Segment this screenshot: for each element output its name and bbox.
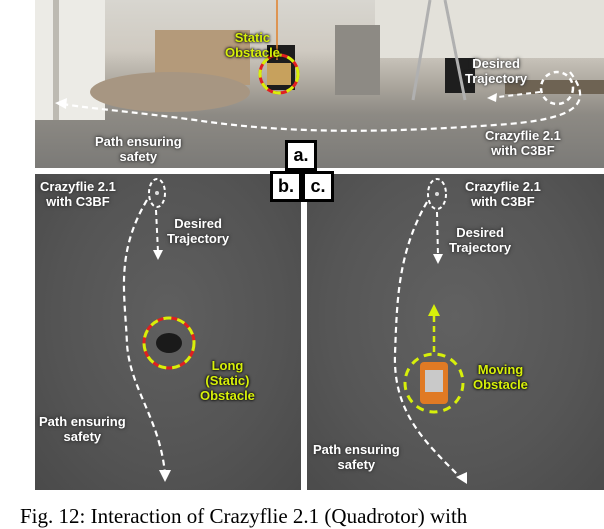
path-ensuring-safety-b-arrowhead <box>159 470 171 482</box>
panel-a-graphics <box>35 0 604 132</box>
ladder-right-rail <box>443 0 467 101</box>
crazyflie-drone-c <box>435 192 439 196</box>
path-ensuring-safety-c <box>393 201 463 480</box>
path-ensuring-safety-label-c: Path ensuring safety <box>313 442 400 472</box>
moving-obstacle-top <box>425 370 443 392</box>
panel-b-static-obstacle-experiment: Crazyflie 2.1 with C3BF Desired Trajecto… <box>35 174 301 490</box>
static-obstacle-yellow-ring <box>258 53 300 95</box>
obstacle-yellow-ring-b <box>142 316 196 370</box>
crazyflie-label-a: Crazyflie 2.1 with C3BF <box>485 128 561 158</box>
desired-trajectory-b <box>155 209 159 253</box>
shelf <box>335 25 380 95</box>
obstacle-label-b: Long (Static) Obstacle <box>200 358 255 403</box>
desired-trajectory-c-arrowhead <box>433 254 443 264</box>
left-window <box>35 0 105 120</box>
panel-c-graphics <box>393 178 467 484</box>
path-ensuring-safety-a <box>62 71 582 132</box>
long-static-obstacle <box>156 333 182 353</box>
desired-trajectory-label-b: Desired Trajectory <box>167 216 230 246</box>
panel-a-lab-scene: Static Obstacle Desired Trajectory Path … <box>35 0 604 168</box>
panel-label-a: a. <box>285 140 317 171</box>
crazyflie-marker-a <box>539 70 575 106</box>
crazyflie-marker-c <box>427 178 447 210</box>
static-obstacle-label: Static Obstacle <box>225 30 280 60</box>
desired-trajectory-a-arrowhead <box>487 93 497 102</box>
desired-trajectory-label-c: Desired Trajectory <box>449 225 512 255</box>
path-ensuring-safety-c-arrowhead <box>456 472 467 484</box>
figure-caption: Fig. 12: Interaction of Crazyflie 2.1 (Q… <box>20 504 468 528</box>
ladder-left-rail <box>411 0 432 101</box>
moving-obstacle-direction-arrowhead <box>428 304 440 316</box>
panel-label-b: b. <box>270 171 302 202</box>
window-frame <box>53 0 59 120</box>
desired-trajectory-c <box>436 211 439 257</box>
crazyflie-label-b: Crazyflie 2.1 with C3BF <box>40 179 116 209</box>
path-ensuring-safety-label-a: Path ensuring safety <box>95 134 182 164</box>
static-obstacle <box>267 63 291 85</box>
obstacle-label-c: Moving Obstacle <box>473 362 528 392</box>
path-ensuring-safety-label-b: Path ensuring safety <box>39 414 126 444</box>
desired-trajectory-b-arrowhead <box>153 250 163 260</box>
path-ensuring-safety-a-arrowhead <box>55 98 67 109</box>
desired-trajectory-label-a: Desired Trajectory <box>465 56 528 86</box>
panel-c-moving-obstacle-experiment: Crazyflie 2.1 with C3BF Desired Trajecto… <box>307 174 604 490</box>
back-wall <box>375 0 604 58</box>
crazyflie-label-c: Crazyflie 2.1 with C3BF <box>465 179 541 209</box>
crazyflie-drone-b <box>155 191 159 195</box>
obstacle-yellow-ring-c <box>403 352 465 414</box>
crazyflie-marker-b <box>148 178 166 208</box>
panel-b-graphics <box>122 178 196 482</box>
sandbag-pile <box>90 72 250 112</box>
panel-label-c: c. <box>302 171 334 202</box>
